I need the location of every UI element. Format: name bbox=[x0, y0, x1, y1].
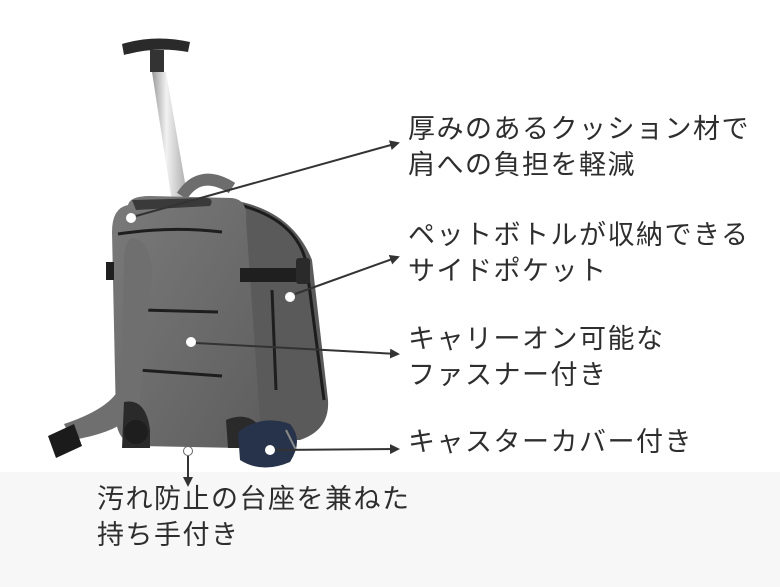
arrow-pocket bbox=[294, 254, 400, 295]
callout-base-handle: 汚れ防止の台座を兼ねた 持ち手付き bbox=[97, 482, 411, 554]
callout-side-pocket: ペットボトルが収納できる サイドポケット bbox=[408, 218, 749, 290]
callout-line: 厚みのあるクッション材で bbox=[408, 114, 750, 145]
callout-line: キャリーオン可能な bbox=[408, 324, 665, 355]
callout-carry-on-zipper: キャリーオン可能な ファスナー付き bbox=[408, 322, 665, 394]
callout-caster-cover: キャスターカバー付き bbox=[408, 425, 693, 461]
callout-cushion: 厚みのあるクッション材で 肩への負担を軽減 bbox=[408, 112, 750, 184]
trolley-handle bbox=[122, 38, 190, 202]
callout-line: 持ち手付き bbox=[97, 520, 240, 551]
arrow-caster bbox=[274, 444, 400, 455]
arrow-carry bbox=[195, 342, 400, 359]
callout-line: ファスナー付き bbox=[408, 360, 608, 391]
callout-line: ペットボトルが収納できる bbox=[408, 220, 750, 251]
floor-background bbox=[0, 472, 780, 587]
arrow-cushion bbox=[135, 140, 400, 217]
callout-line: 汚れ防止の台座を兼ねた bbox=[97, 484, 411, 515]
callout-line: サイドポケット bbox=[408, 256, 608, 287]
callout-line: 肩への負担を軽減 bbox=[408, 150, 636, 181]
callout-line: キャスターカバー付き bbox=[408, 427, 693, 458]
